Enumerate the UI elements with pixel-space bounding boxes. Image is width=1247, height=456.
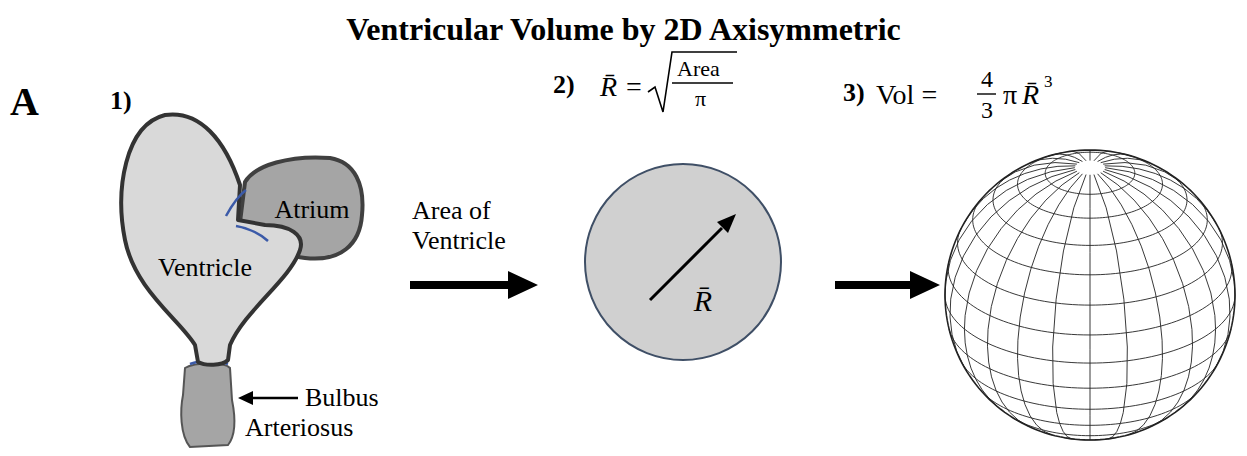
sphere-wireframe (945, 150, 1235, 440)
area-circle-outline (585, 164, 781, 360)
step-number: 3) (843, 80, 865, 106)
formula-symbol: π (1003, 81, 1017, 109)
area-circle: R̄ (585, 164, 781, 360)
bulbus-shape (181, 364, 234, 448)
fraction-bar (977, 93, 996, 94)
radius-arrowhead (717, 214, 736, 233)
detail-line (236, 226, 268, 241)
ventricle-shape: Ventricle (118, 108, 310, 370)
ventricle-shape-outline (118, 108, 310, 370)
node-label: Ventricle (158, 254, 252, 283)
edge-label: Area of Ventricle (412, 196, 537, 256)
ventricle-shape (121, 114, 301, 364)
formula-symbol: 3 (1044, 73, 1053, 90)
process-arrow (410, 271, 538, 299)
formula-symbol: 3 (981, 98, 993, 122)
formula-symbol: Area (677, 58, 720, 80)
process-arrow (835, 271, 940, 299)
formula-symbol: R̄ (1022, 81, 1039, 109)
sphere-outline (945, 150, 1235, 440)
node-label: R̄ (694, 284, 712, 317)
panel-letter: A (10, 82, 39, 122)
node-label: Atrium (274, 196, 349, 225)
fraction-bar (672, 82, 733, 83)
step-number: 1) (110, 88, 132, 114)
leader-line (250, 397, 298, 400)
leader-arrowhead (238, 391, 253, 405)
formula-symbol: 4 (981, 67, 993, 91)
formula-symbol: R̄ (600, 73, 617, 101)
sphere-grid (945, 150, 1235, 440)
sqrt-sign (648, 52, 737, 112)
area-circle (585, 164, 781, 360)
detail-line (226, 190, 246, 216)
diagram-title: Ventricular Volume by 2D Axisymmetric (0, 12, 1247, 47)
part-label: Bulbus Arteriosus (245, 383, 395, 443)
formula-symbol: Vol = (876, 81, 937, 109)
formula-symbol: = (626, 73, 642, 101)
formula-symbol: π (695, 88, 706, 110)
step-number: 2) (553, 72, 575, 98)
